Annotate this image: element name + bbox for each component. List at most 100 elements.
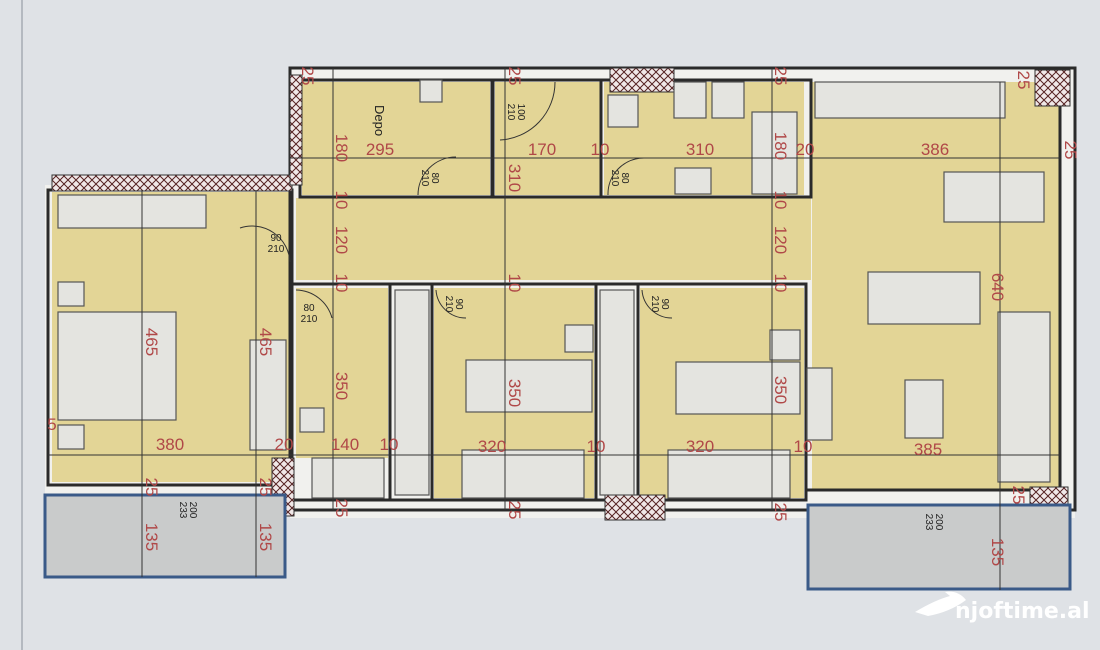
dim-label: 386: [921, 140, 949, 159]
sofa: [997, 311, 1051, 483]
bed-single: [675, 361, 801, 415]
dimension-lines: [48, 68, 1060, 590]
window-height: 233: [923, 514, 934, 531]
nightstand: [564, 324, 594, 353]
door-height: 210: [649, 296, 660, 313]
door-height: 210: [301, 314, 318, 325]
dim-label: 10: [771, 191, 790, 210]
door-width: 90: [270, 233, 282, 244]
shower: [311, 457, 385, 499]
nightstand: [57, 424, 85, 450]
toilet: [711, 81, 745, 119]
dim-label: 5: [47, 415, 56, 434]
door-width: 90: [453, 298, 464, 310]
dim-label: 25: [256, 478, 275, 497]
watermark-text: njoftime.al: [955, 599, 1090, 624]
door-width: 90: [659, 298, 670, 310]
door-height: 210: [419, 170, 430, 187]
dim-label: 25: [771, 503, 790, 522]
dim-label: 25: [771, 67, 790, 86]
nightstand: [769, 329, 801, 361]
door-height: 210: [268, 244, 285, 255]
dim-label: 640: [988, 273, 1007, 301]
dimension-labels: 25 180 295 170 10 310 180 20 386 25 310 …: [47, 67, 1080, 567]
dim-label: 140: [331, 435, 359, 454]
cabinet: [674, 167, 712, 195]
dim-label: 25: [142, 478, 161, 497]
wardrobe: [599, 289, 635, 496]
door-width: 80: [303, 303, 315, 314]
dim-label: 10: [332, 191, 351, 210]
dining-table: [943, 171, 1045, 223]
wardrobe: [57, 194, 207, 229]
room-depo: [302, 82, 490, 195]
coffee-table: [904, 379, 944, 439]
tv-unit: [806, 367, 833, 441]
dim-label: 320: [478, 437, 506, 456]
window-width: 200: [187, 502, 198, 519]
chimney-shaft: [419, 79, 443, 103]
door-width: 80: [619, 172, 630, 184]
dim-label: 465: [256, 328, 275, 356]
dim-label: 170: [528, 140, 556, 159]
wardrobe: [249, 339, 287, 451]
door-height: 210: [443, 296, 454, 313]
dim-label: 120: [771, 226, 790, 254]
dim-label: 310: [505, 164, 524, 192]
washbasin: [673, 81, 707, 119]
dim-label: 20: [275, 435, 294, 454]
sofa: [867, 271, 981, 325]
wardrobe: [394, 289, 430, 496]
washing-machine: [607, 94, 639, 128]
dim-label: 180: [332, 134, 351, 162]
dim-label: 25: [505, 501, 524, 520]
dim-label: 10: [505, 274, 524, 293]
door-width: 80: [429, 172, 440, 184]
window-width: 200: [933, 514, 944, 531]
dim-label: 295: [366, 140, 394, 159]
door-width: 100: [515, 104, 526, 121]
dim-label: 10: [771, 274, 790, 293]
dim-label: 135: [988, 538, 1007, 566]
dim-label: 380: [156, 435, 184, 454]
kitchen-counter: [814, 81, 1006, 119]
dim-label: 25: [1014, 71, 1033, 90]
door-height: 210: [609, 170, 620, 187]
toilet: [299, 407, 325, 433]
dim-label: 25: [1061, 141, 1080, 160]
dim-label: 120: [332, 226, 351, 254]
bathtub: [751, 111, 798, 195]
balcony-left: [43, 493, 287, 579]
door-height: 210: [505, 104, 516, 121]
dim-label: 25: [298, 67, 317, 86]
dim-label: 25: [1009, 486, 1028, 505]
dim-label: 135: [142, 523, 161, 551]
dim-label: 10: [794, 437, 813, 456]
dim-label: 25: [332, 499, 351, 518]
dim-label: 10: [587, 437, 606, 456]
desk: [461, 449, 585, 499]
bed-double: [57, 311, 177, 421]
bed-single: [465, 359, 593, 413]
room-label-depo: Depo: [372, 105, 387, 136]
dim-label: 465: [142, 328, 161, 356]
dim-label: 320: [686, 437, 714, 456]
nightstand: [57, 281, 85, 307]
window-height: 233: [177, 502, 188, 519]
dim-label: 10: [332, 274, 351, 293]
balcony-right: [806, 503, 1072, 591]
dim-label: 350: [505, 379, 524, 407]
dim-label: 20: [796, 140, 815, 159]
dim-label: 350: [332, 372, 351, 400]
bird-logo-icon: [915, 591, 966, 616]
room-corridor: [296, 198, 811, 280]
dim-label: 10: [380, 435, 399, 454]
watermark: njoftime.al: [915, 591, 1090, 624]
furniture: [57, 79, 1051, 499]
dim-label: 350: [771, 376, 790, 404]
dim-label: 135: [256, 523, 275, 551]
dim-label: 385: [914, 440, 942, 459]
dim-label: 310: [686, 140, 714, 159]
